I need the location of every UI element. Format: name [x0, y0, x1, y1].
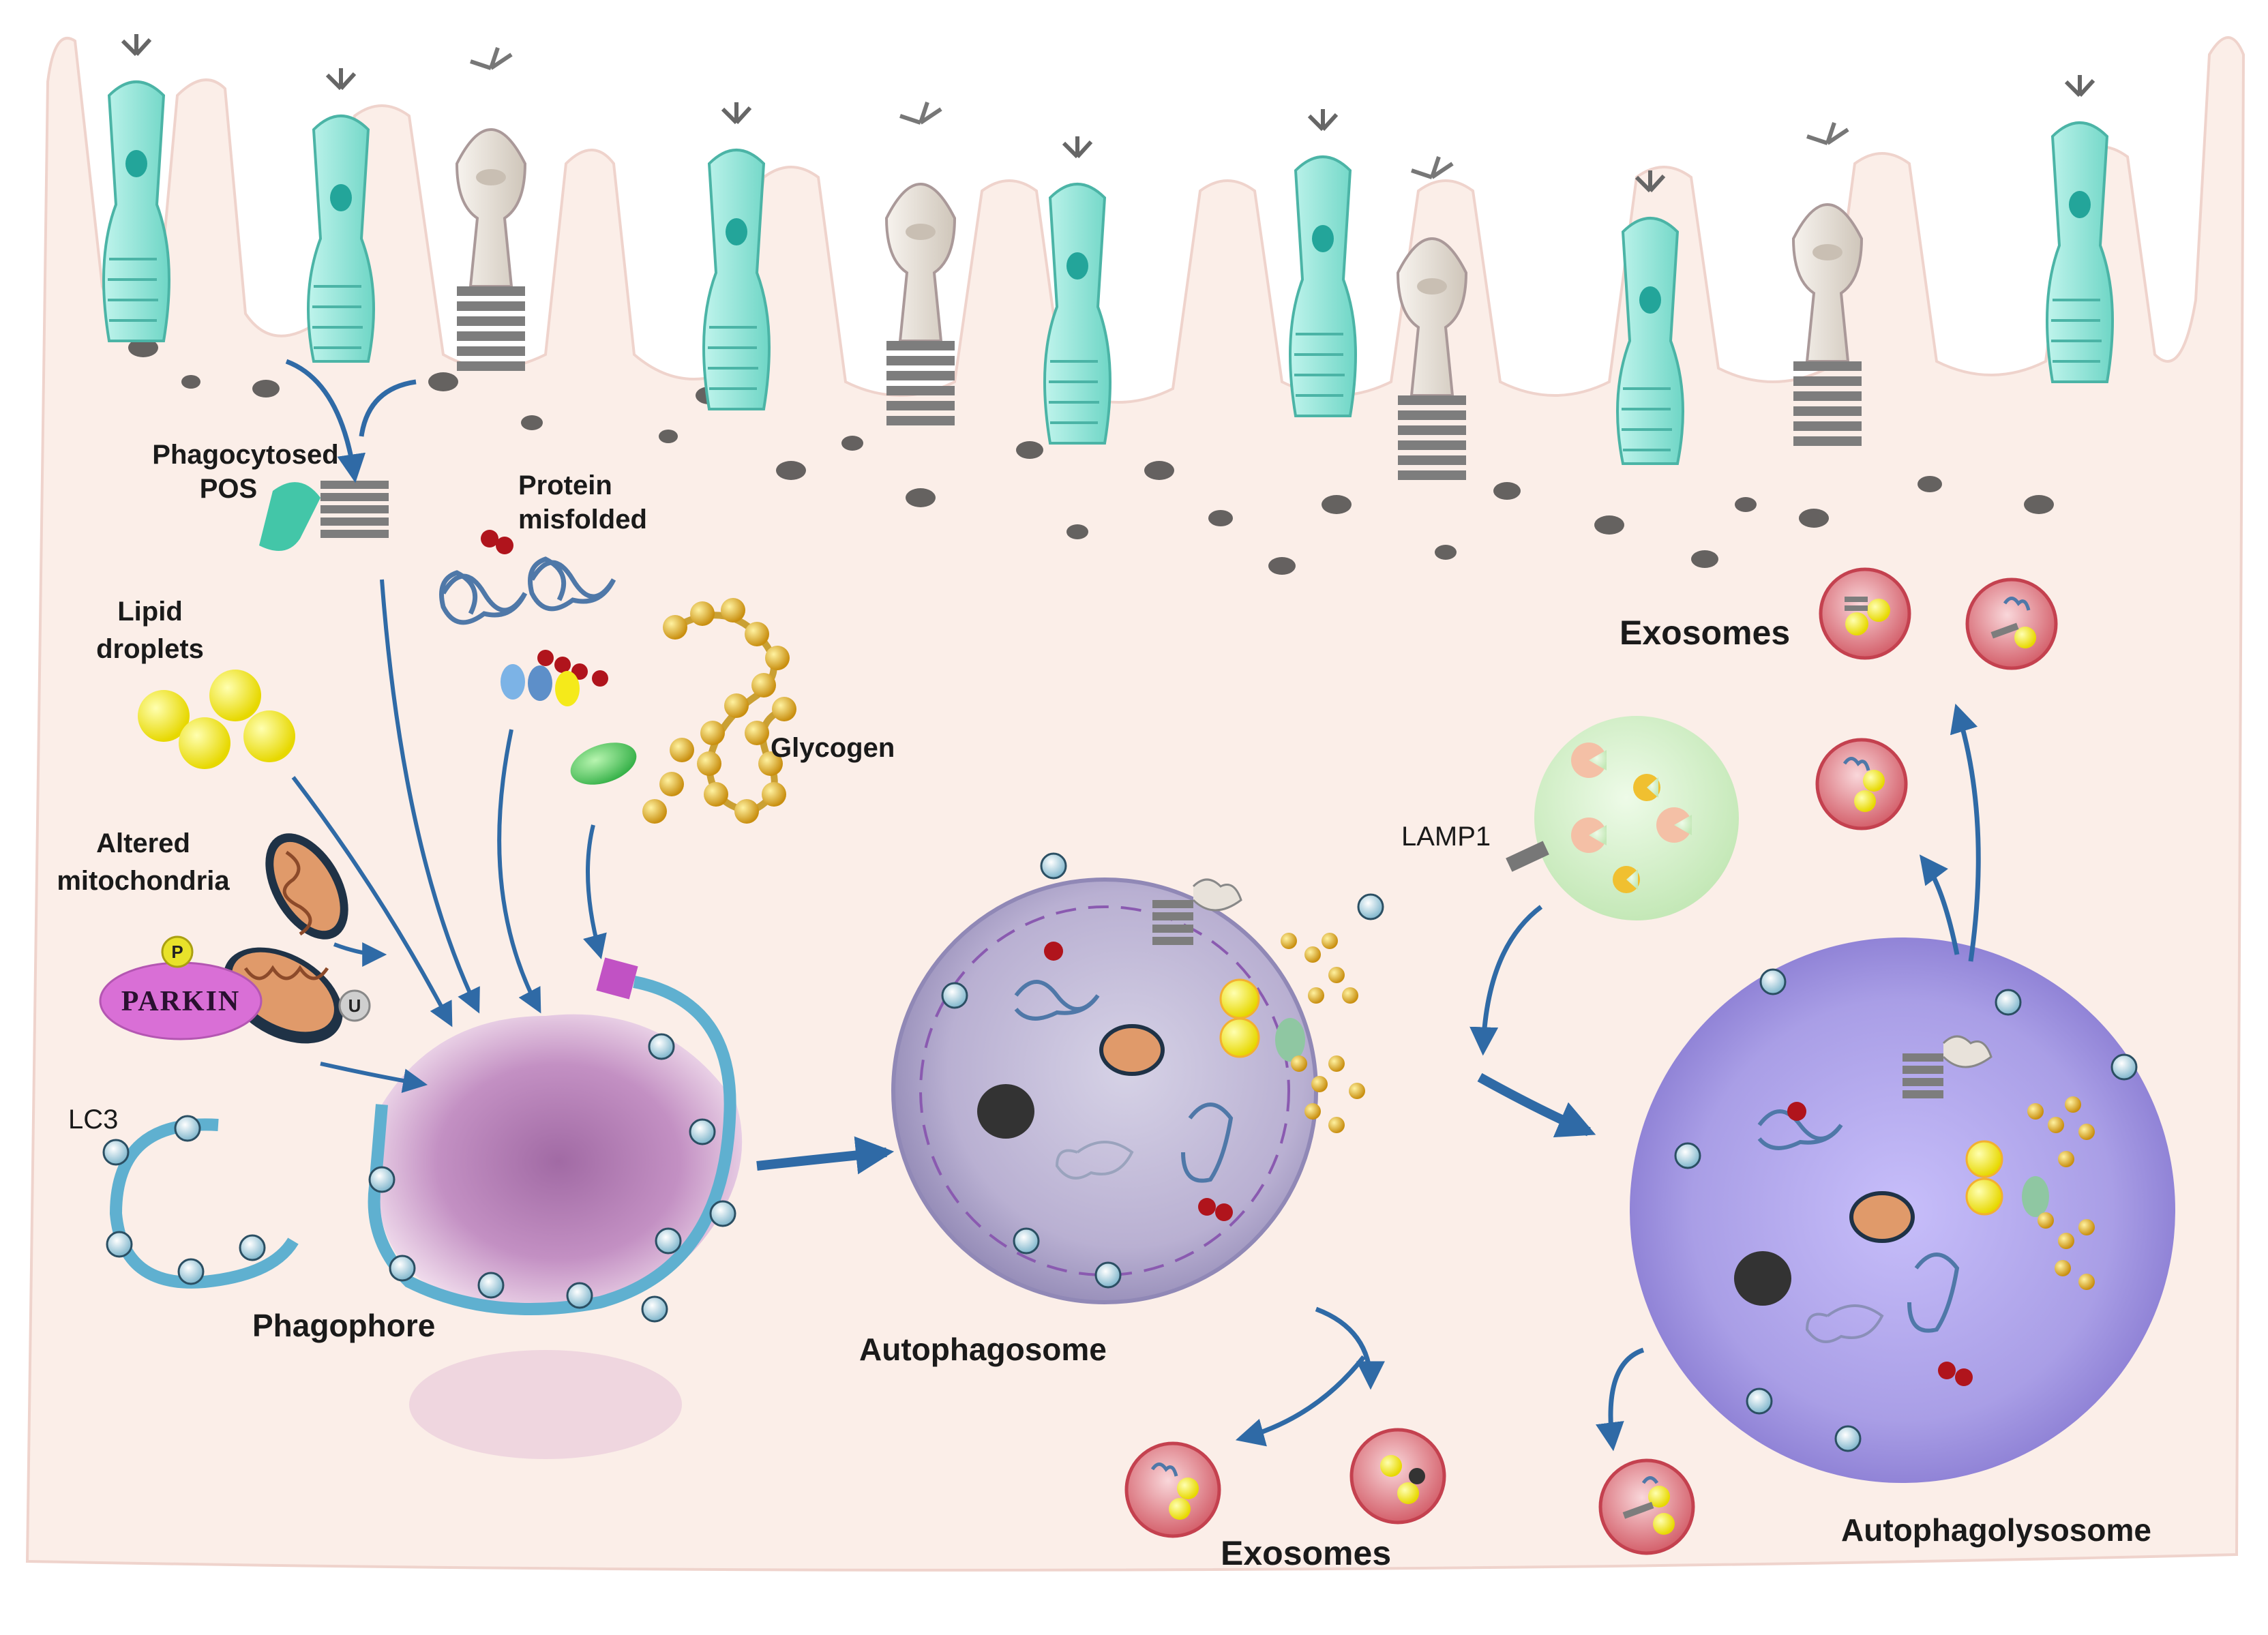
rod-photoreceptor-icon [2046, 75, 2114, 383]
exosome-arrows [1235, 703, 1981, 1452]
label-exosomes-bottom: Exosomes [1221, 1534, 1391, 1572]
cargo-pos [1152, 900, 1193, 945]
arrow-lysosome-down [1469, 905, 1543, 1056]
exosome-icon [1819, 567, 1911, 660]
cone-photoreceptor-icon [884, 102, 957, 425]
inflow-arrows [291, 579, 607, 1094]
exosome-icon [1124, 1441, 1221, 1538]
label-exosomes-top: Exosomes [1620, 614, 1790, 652]
ubiquitin-badge-icon: U [338, 989, 371, 1022]
phospho-badge-label: P [171, 942, 183, 962]
exosome-icon [1349, 1428, 1446, 1525]
label-autophagosome: Autophagosome [859, 1332, 1107, 1367]
label-misfolded: misfolded [518, 505, 647, 535]
protein-fragments [501, 664, 580, 706]
rod-photoreceptor-icon [1616, 170, 1684, 465]
cone-photoreceptor-icon [455, 47, 527, 371]
label-glycogen: Glycogen [771, 733, 895, 763]
cone-photoreceptor-icon [1396, 156, 1468, 480]
arrow-pos-in-2 [359, 379, 417, 437]
cargo-misfolded-protein [1014, 980, 1234, 1183]
rod-photoreceptor-icon [702, 102, 771, 410]
label-altered: Altered [96, 828, 190, 858]
label-droplets: droplets [96, 634, 204, 664]
exosome-icon [1598, 1458, 1695, 1555]
rod-photoreceptor-icon [1043, 136, 1111, 445]
label-lc3: LC3 [68, 1105, 118, 1135]
exosome-icon [1815, 738, 1908, 830]
phagophore [368, 957, 743, 1459]
label-autophagolysosome: Autophagolysosome [1841, 1512, 2151, 1548]
parkin-icon: PARKIN [99, 961, 263, 1040]
label-protein: Protein [518, 470, 612, 500]
photoreceptor-row [102, 34, 2114, 480]
misfolded-protein-icon [439, 556, 616, 625]
label-lipid: Lipid [117, 597, 183, 627]
lipid-droplet-icon [138, 670, 295, 769]
glycogen-chain-icon [570, 598, 796, 824]
label-phagocytosed: Phagocytosed [152, 440, 338, 470]
label-lamp1: LAMP1 [1401, 822, 1491, 852]
rod-photoreceptor-icon [102, 34, 170, 342]
rod-photoreceptor-icon [1289, 109, 1357, 417]
label-phagophore: Phagophore [252, 1308, 435, 1343]
arrow-pos-in [285, 359, 366, 483]
lc3-membrane-icon [102, 1115, 299, 1289]
mitochondrion-icon [223, 833, 348, 1044]
cone-photoreceptor-icon [1791, 122, 1864, 446]
exosome-icon [1965, 578, 2058, 670]
arrow-to-autophagolysosome [1477, 1072, 1596, 1138]
label-pos: POS [200, 474, 257, 504]
phospho-badge-icon: P [161, 935, 194, 968]
autophagosome [891, 852, 1384, 1304]
autophagolysosome [1630, 937, 2175, 1483]
lysosome [1506, 716, 1739, 920]
rod-photoreceptor-icon [307, 68, 375, 363]
enzyme-icon [1571, 742, 1692, 893]
ubiquitin-badge-label: U [348, 995, 361, 1016]
parkin-label: PARKIN [121, 986, 241, 1017]
arrow-to-autophagosome [756, 1136, 895, 1175]
label-mitochondria: mitochondria [57, 866, 230, 896]
